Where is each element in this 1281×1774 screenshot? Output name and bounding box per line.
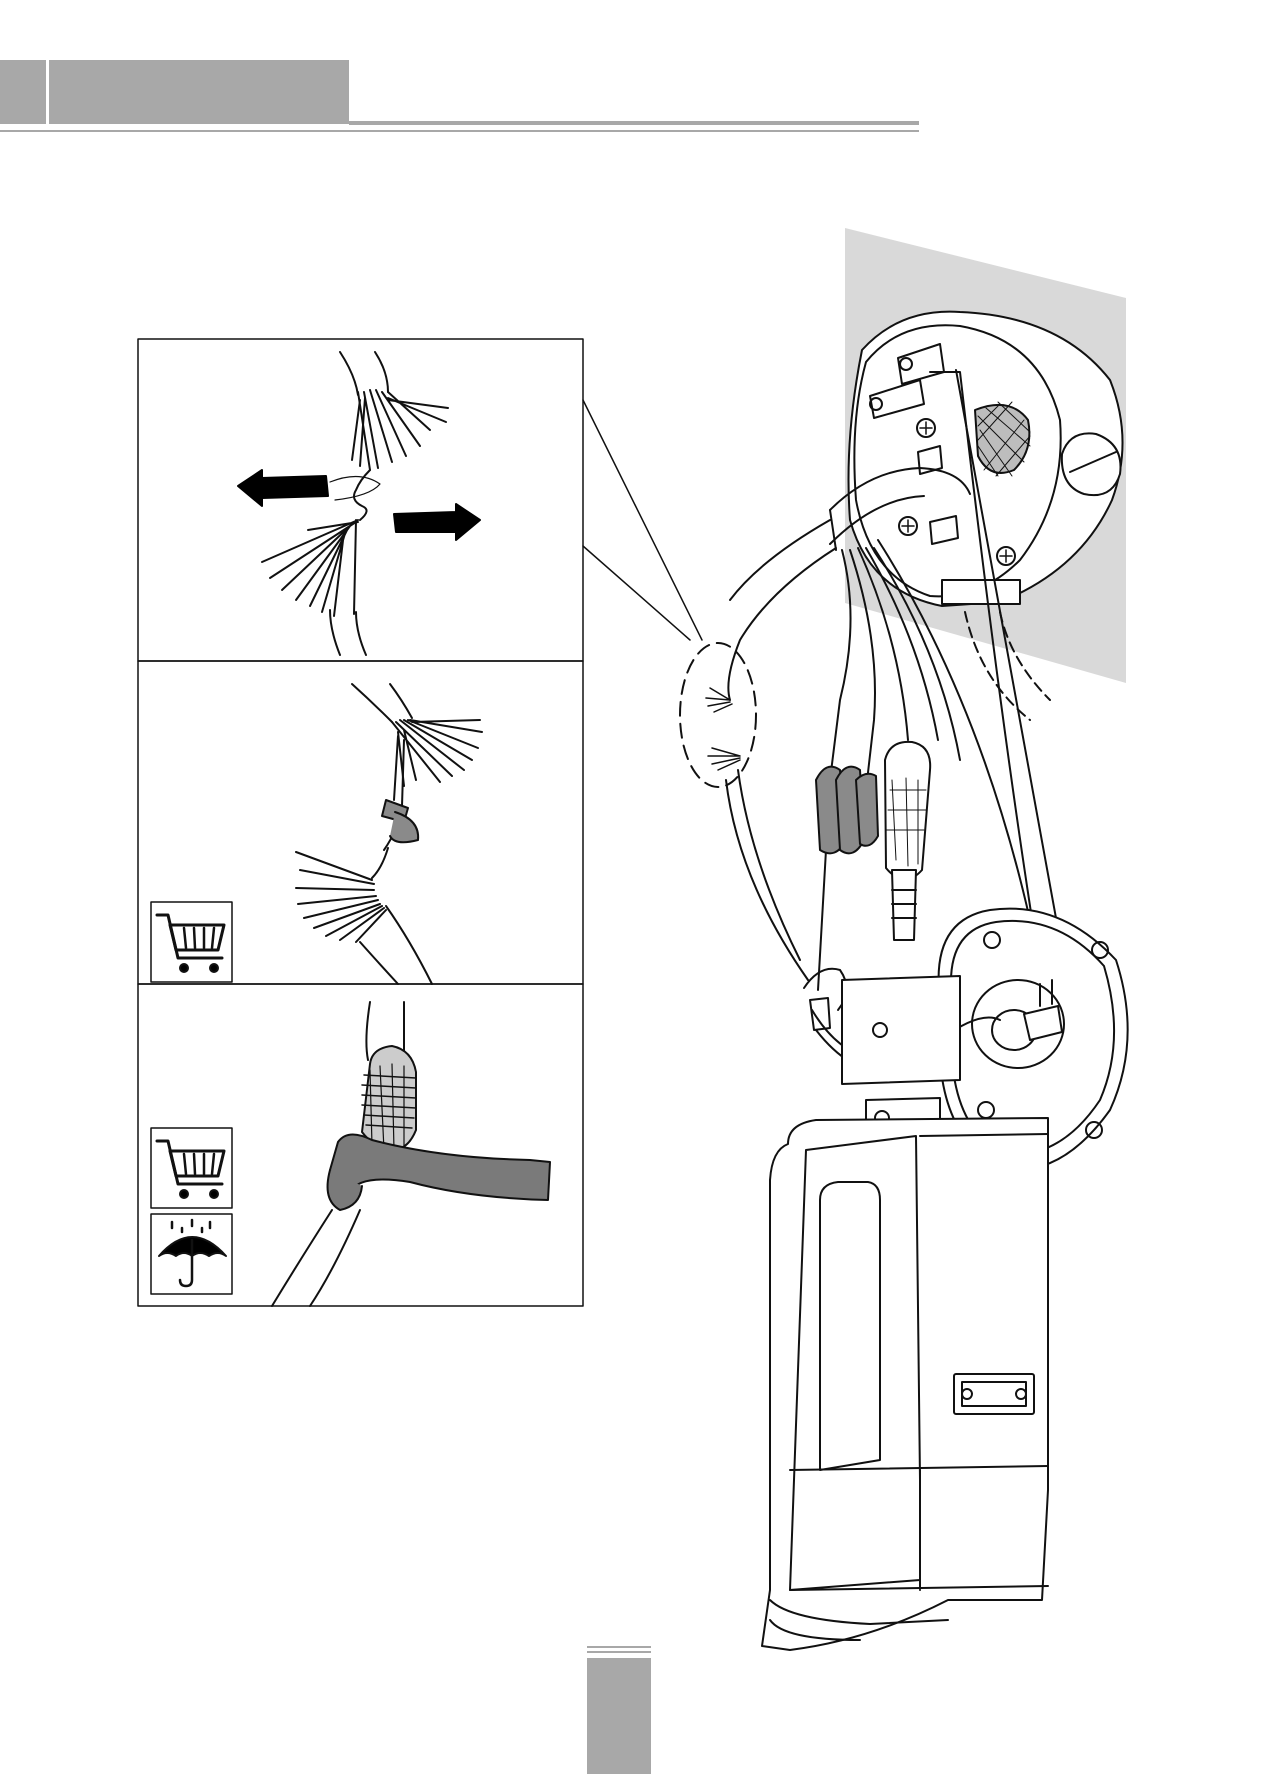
- page-number-rule: [587, 1646, 651, 1648]
- page-number-rule: [587, 1651, 651, 1653]
- shopping-cart-icon: [151, 902, 232, 982]
- step-2-illustration: [151, 684, 482, 984]
- step-1-panel: [138, 339, 583, 661]
- page-number-tab: [587, 1658, 651, 1774]
- bracket-arm: [842, 976, 960, 1134]
- callout-lines: [583, 400, 702, 640]
- step-3-illustration: [151, 1002, 550, 1306]
- shopping-cart-icon-2: [151, 1128, 232, 1208]
- step-1-illustration: [238, 352, 480, 655]
- camera-housing: [762, 1118, 1048, 1650]
- umbrella-rain-icon: [151, 1214, 232, 1294]
